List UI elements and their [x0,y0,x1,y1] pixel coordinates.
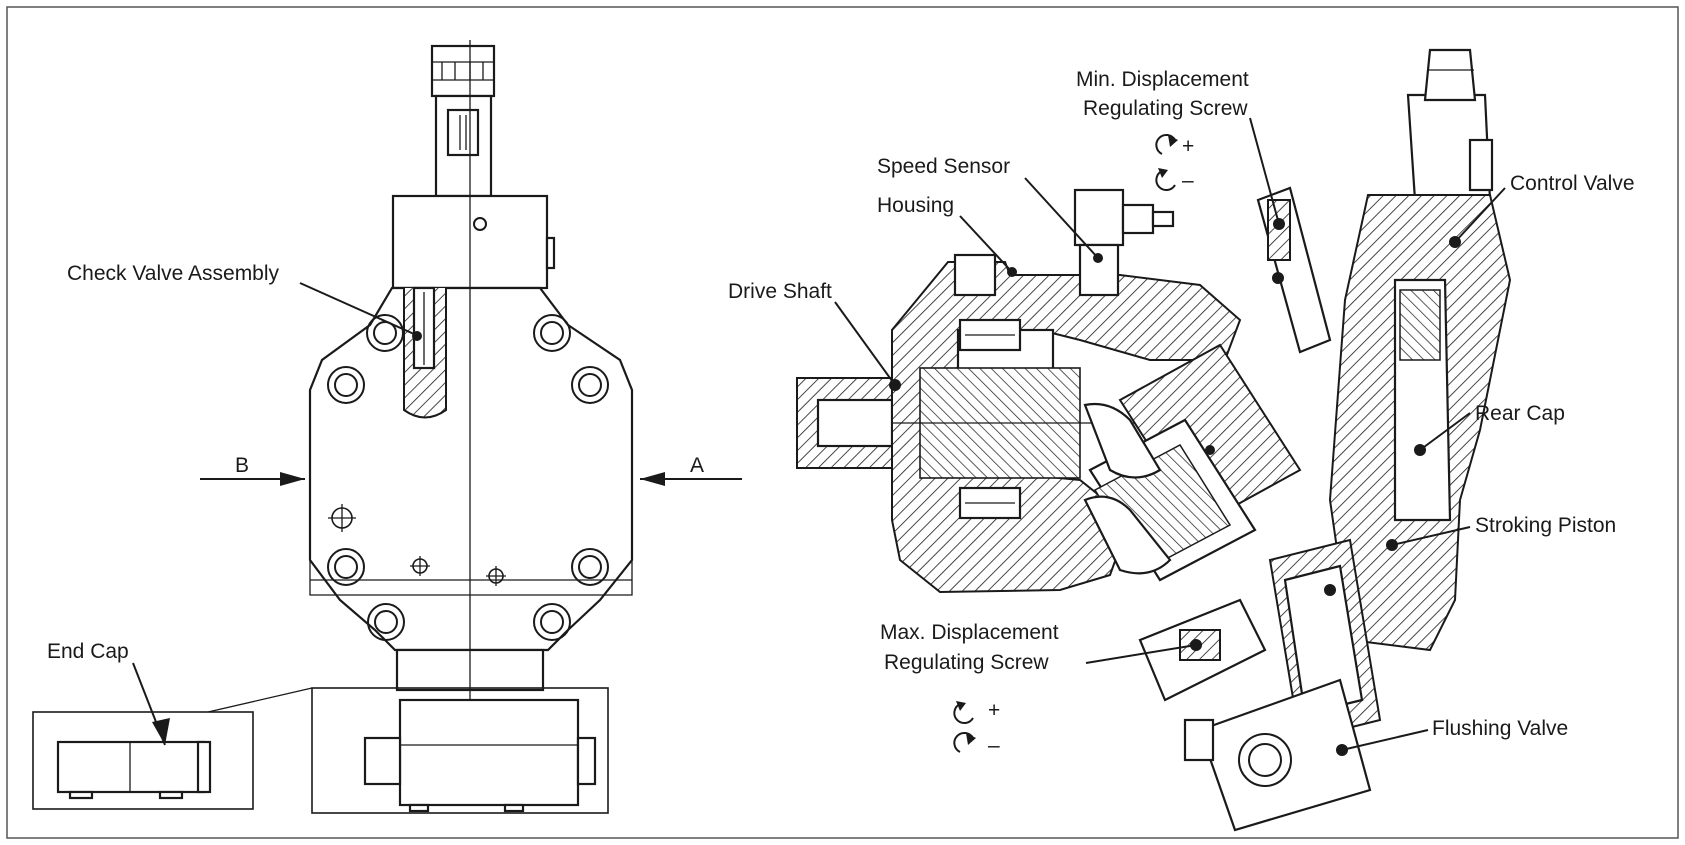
min-minus-symbol: – [1182,169,1194,192]
label-stroking-piston: Stroking Piston [1475,514,1616,537]
label-speed-sensor: Speed Sensor [877,155,1010,178]
label-flushing-valve: Flushing Valve [1432,717,1568,740]
label-section-b: B [235,454,249,477]
min-plus-symbol: + [1182,135,1194,158]
label-section-a: A [690,454,704,477]
max-rotation-symbols: + – [953,699,1000,757]
label-control-valve: Control Valve [1510,172,1635,195]
max-plus-symbol: + [988,699,1000,722]
label-drive-shaft: Drive Shaft [728,280,832,303]
min-rotation-symbols: + – [1155,134,1194,192]
max-minus-symbol: – [988,734,1000,757]
front-view-pump [32,40,742,814]
section-view-pump [796,48,1512,832]
label-rear-cap: Rear Cap [1475,402,1565,425]
label-min-displacement-line2: Regulating Screw [1083,97,1248,120]
label-check-valve-assembly: Check Valve Assembly [67,262,280,285]
label-max-displacement-line1: Max. Displacement [880,621,1059,644]
label-housing: Housing [877,194,954,217]
label-end-cap: End Cap [47,640,129,663]
diagram-frame [6,6,1679,839]
label-max-displacement-line2: Regulating Screw [884,651,1049,674]
label-min-displacement-line1: Min. Displacement [1076,68,1249,91]
